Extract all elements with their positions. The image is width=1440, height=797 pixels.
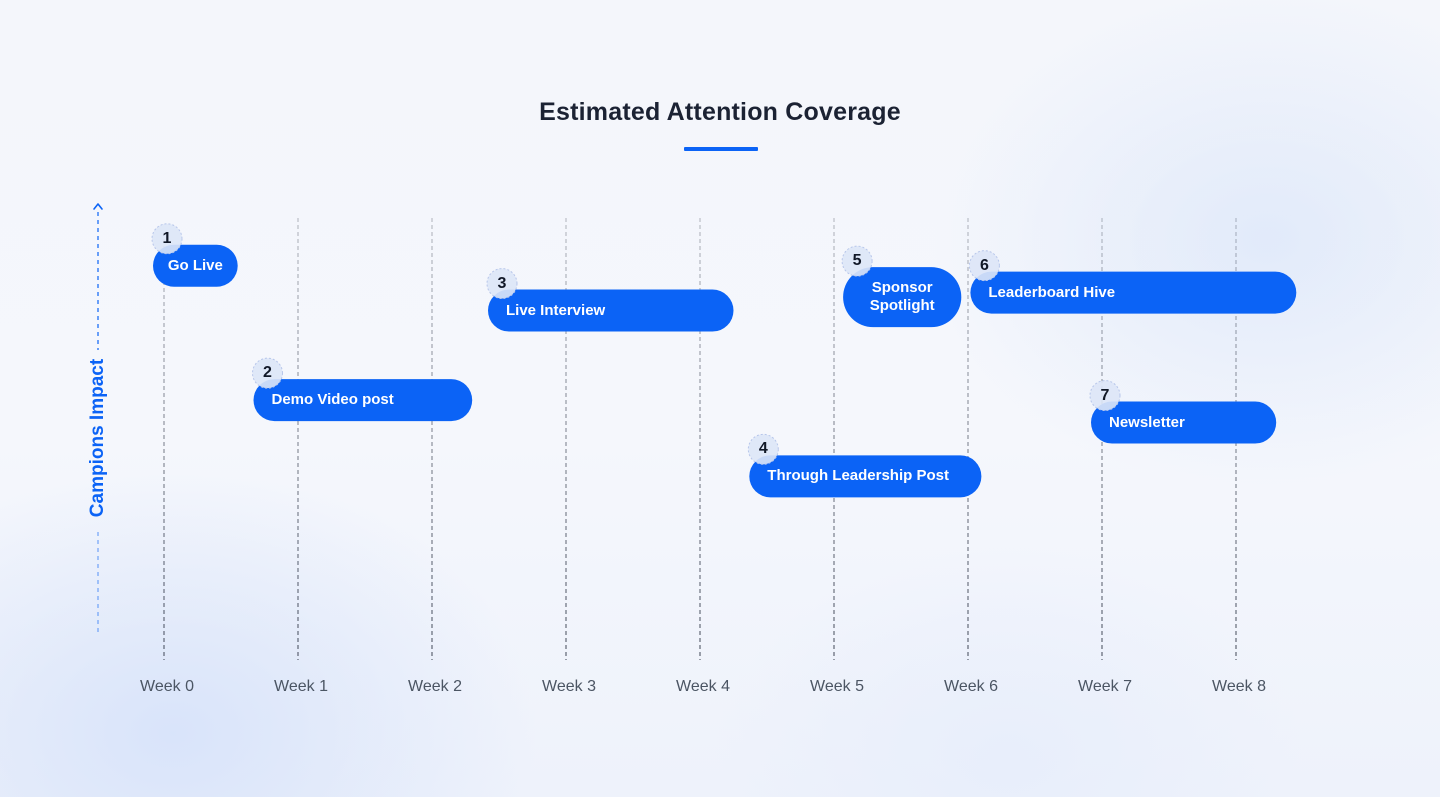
event-badge-ring: [1089, 380, 1121, 412]
x-tick-label: Week 5: [810, 678, 864, 695]
event-badge-2: [252, 358, 283, 389]
event-bar-3[interactable]: [488, 289, 734, 332]
event-bar-2[interactable]: [253, 379, 473, 422]
x-tick-label: Week 0: [140, 678, 194, 695]
x-tick-label: Week 3: [542, 678, 596, 695]
event-badge-ring: [747, 433, 779, 465]
x-tick-label: Week 8: [1212, 678, 1266, 695]
x-tick-label: Week 2: [408, 678, 462, 695]
y-axis-arrow-icon: [93, 203, 103, 210]
event-badge-3: [487, 268, 517, 299]
event-bar-4[interactable]: [749, 455, 982, 498]
event-bar-5[interactable]: [843, 267, 962, 328]
event-bar-1[interactable]: [153, 244, 238, 287]
x-tick-label: Week 6: [944, 678, 998, 695]
title-underline: [684, 147, 758, 151]
event-bar-7[interactable]: [1091, 401, 1277, 444]
event-badge-5: [842, 246, 873, 277]
y-axis-label: Campions Impact: [87, 358, 108, 518]
x-tick-label: Week 1: [274, 678, 328, 695]
event-badge-6: [969, 250, 1000, 281]
x-tick-label: Week 7: [1078, 678, 1132, 695]
chart-title: Estimated Attention Coverage: [539, 98, 901, 126]
x-tick-label: Week 4: [676, 678, 730, 695]
event-badge-ring: [968, 250, 1000, 282]
event-badge-ring: [486, 268, 518, 300]
event-badge-4: [748, 434, 779, 465]
event-badge-ring: [252, 357, 283, 389]
event-badge-7: [1090, 380, 1120, 411]
event-badge-ring: [841, 245, 873, 277]
event-badge-ring: [151, 223, 183, 255]
event-badge-1: [152, 223, 182, 254]
event-bar-6[interactable]: [970, 271, 1297, 314]
